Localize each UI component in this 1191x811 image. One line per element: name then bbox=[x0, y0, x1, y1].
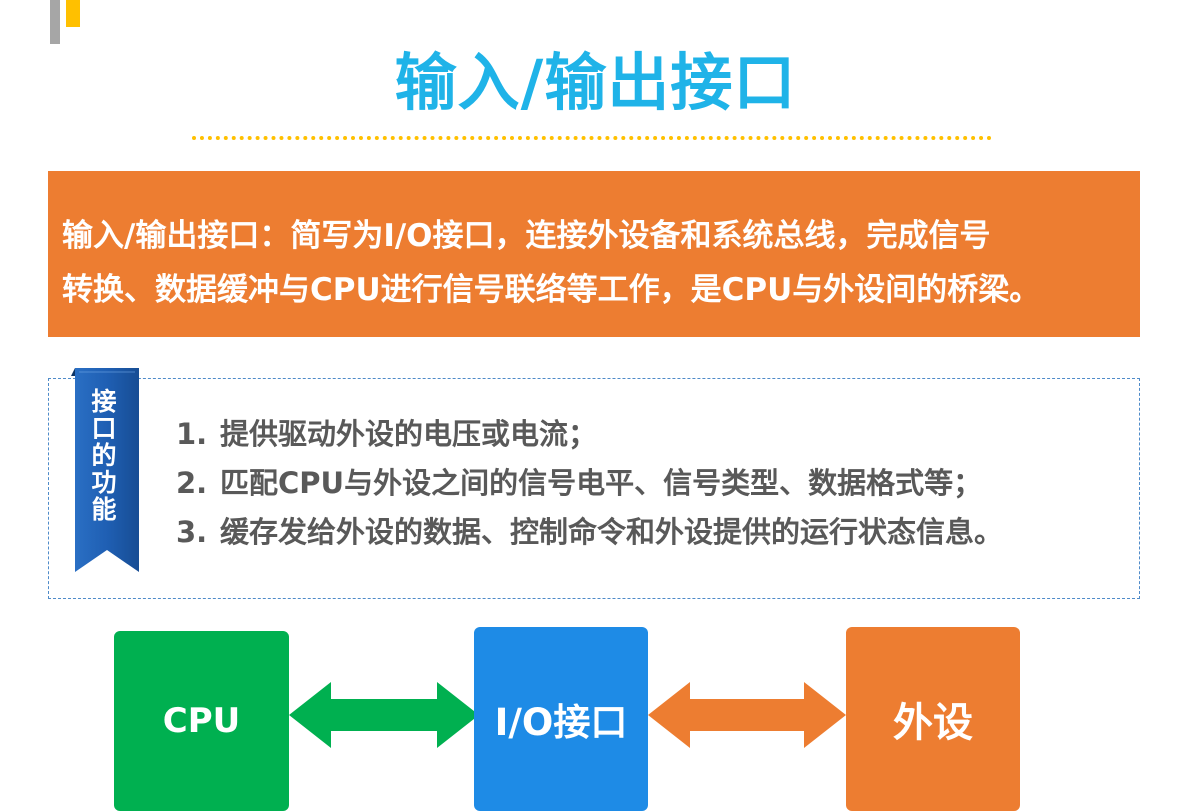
functions-box bbox=[48, 378, 1140, 599]
peripheral-label: 外设 bbox=[893, 700, 973, 746]
peripheral-block: 外设 bbox=[846, 627, 1020, 811]
io-device-double-arrow bbox=[648, 682, 846, 748]
ribbon-banner bbox=[71, 368, 139, 572]
title-divider bbox=[192, 136, 992, 140]
page-title: 输入/输出接口 bbox=[394, 46, 797, 119]
function-number: 3. bbox=[176, 515, 208, 549]
cpu-label: CPU bbox=[162, 701, 241, 741]
function-text: 匹配CPU与外设之间的信号电平、信号类型、数据格式等； bbox=[220, 466, 983, 500]
function-number: 2. bbox=[176, 466, 208, 500]
definition-box: 输入/输出接口：简写为I/O接口，连接外设备和系统总线，完成信号 转换、数据缓冲… bbox=[48, 171, 1140, 337]
corner-accent-yellow bbox=[66, 0, 80, 27]
io-interface-block: I/O接口 bbox=[474, 627, 648, 811]
cpu-io-double-arrow bbox=[289, 682, 479, 748]
function-text: 提供驱动外设的电压或电流； bbox=[220, 417, 598, 451]
io-label: I/O接口 bbox=[494, 701, 628, 744]
function-text: 缓存发给外设的数据、控制命令和外设提供的运行状态信息。 bbox=[220, 515, 1004, 549]
cpu-block: CPU bbox=[114, 631, 289, 811]
function-item-2: 2. 匹配CPU与外设之间的信号电平、信号类型、数据格式等； bbox=[176, 459, 1003, 508]
definition-line-1: 输入/输出接口：简写为I/O接口，连接外设备和系统总线，完成信号 bbox=[62, 218, 991, 254]
function-item-3: 3. 缓存发给外设的数据、控制命令和外设提供的运行状态信息。 bbox=[176, 508, 1003, 557]
functions-list: 1. 提供驱动外设的电压或电流； 2. 匹配CPU与外设之间的信号电平、信号类型、数… bbox=[176, 410, 1003, 557]
definition-line-2: 转换、数据缓冲与CPU进行信号联络等工作，是CPU与外设间的桥梁。 bbox=[62, 272, 1041, 308]
function-number: 1. bbox=[176, 417, 208, 451]
ribbon-label: 接口的功能 bbox=[91, 387, 117, 524]
corner-accent-gray bbox=[50, 0, 60, 44]
function-item-1: 1. 提供驱动外设的电压或电流； bbox=[176, 410, 1003, 459]
